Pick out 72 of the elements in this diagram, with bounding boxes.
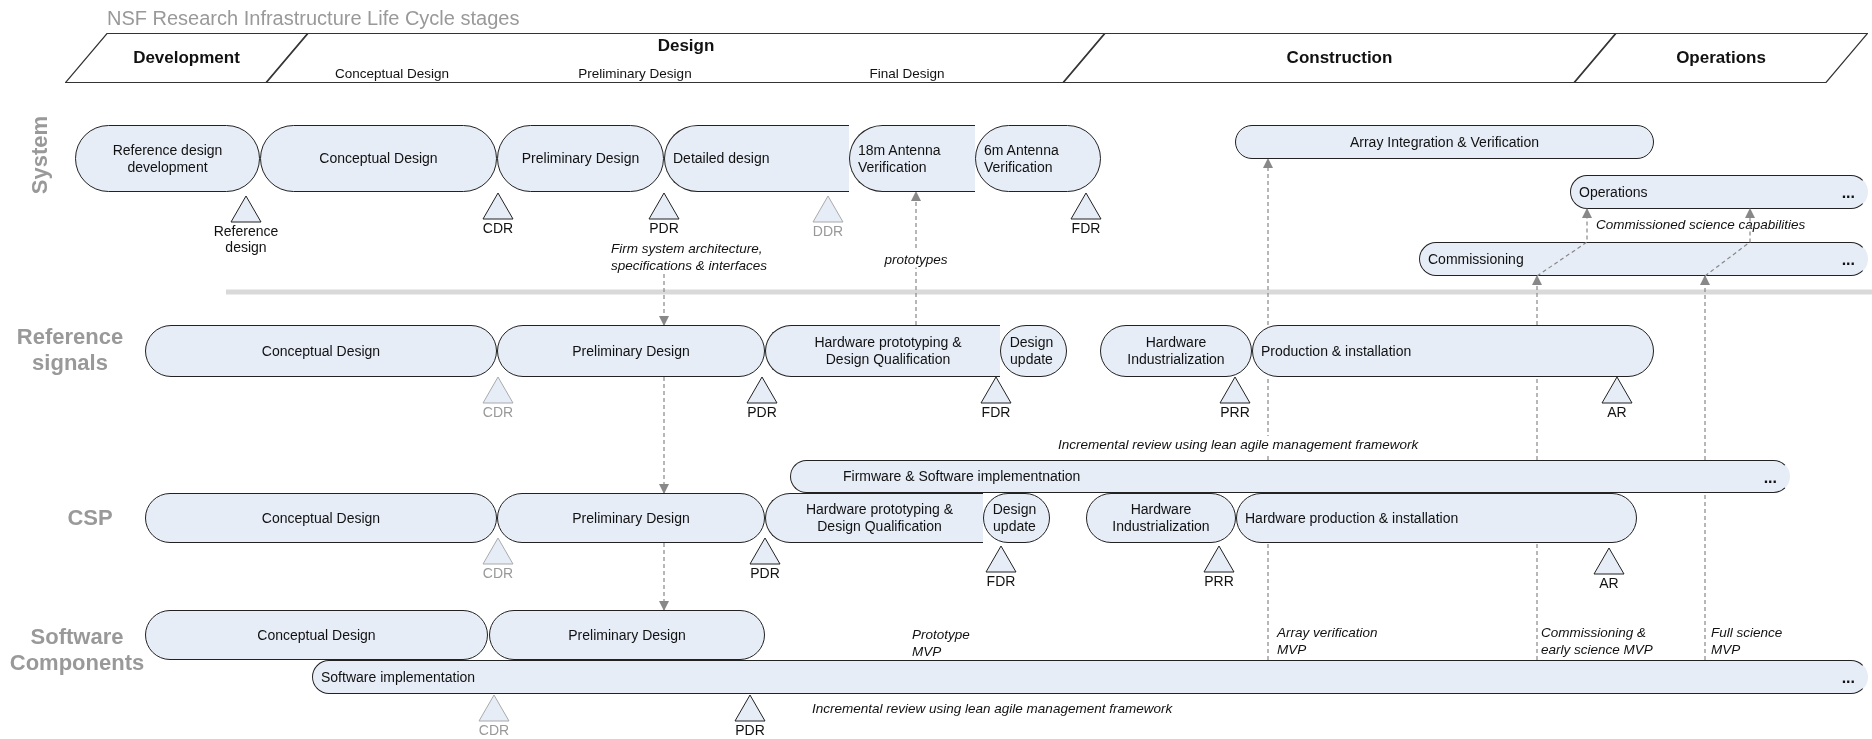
dashed-arrow	[1532, 275, 1542, 326]
milestone-label: PDR	[746, 404, 778, 420]
annotation-text: Commissioning & early science MVP	[1541, 624, 1654, 658]
milestone-label: PDR	[648, 220, 680, 236]
phase-pill: Preliminary Design	[497, 493, 765, 543]
row-label: Software Components	[8, 624, 146, 676]
annotation-text: Array verification MVP	[1277, 624, 1379, 658]
milestone-label: CDR	[481, 220, 515, 236]
phase-pill: Preliminary Design	[497, 125, 664, 192]
phase-pill: 18m Antenna Verification	[849, 125, 975, 192]
stage-title: Development	[133, 48, 240, 68]
row-label: System	[27, 115, 53, 195]
edge-label: prototypes	[884, 250, 948, 267]
ongoing-phase-bar: Commissioning ...	[1419, 242, 1868, 276]
annotation-text: Prototype MVP	[912, 626, 971, 660]
dashed-arrow	[1700, 275, 1710, 461]
phase-pill: Array Integration & Verification	[1235, 125, 1654, 159]
dashed-arrow	[911, 191, 921, 326]
row-label: CSP	[66, 505, 114, 531]
substage-label: Final Design	[869, 66, 945, 81]
milestone-label: PDR	[749, 565, 781, 581]
ongoing-phase-bar: Firmware & Software implementnation ...	[790, 460, 1790, 493]
ongoing-phase-bar: Operations ...	[1570, 175, 1868, 209]
dashed-line	[1267, 542, 1269, 661]
phase-pill: Hardware Industrialization	[1086, 493, 1236, 543]
milestone-label: PRR	[1203, 573, 1235, 589]
dashed-arrow	[1263, 158, 1273, 326]
phase-pill: Hardware production & installation	[1236, 493, 1637, 543]
milestone-label: DDR	[811, 223, 845, 239]
stage-title: Design	[657, 36, 715, 56]
phase-pill: Design update	[1000, 325, 1067, 377]
phase-pill: Hardware prototyping & Design Qualification	[765, 493, 983, 543]
milestone-label: FDR	[1070, 220, 1102, 236]
row-label: Reference signals	[15, 324, 125, 376]
milestone-label: CDR	[481, 565, 515, 581]
dashed-arrow	[659, 542, 669, 611]
annotation-text: Incremental review using lean agile management framework	[1058, 436, 1419, 453]
milestone-label: FDR	[980, 404, 1012, 420]
dashed-line	[1536, 542, 1538, 661]
phase-pill: Conceptual Design	[145, 325, 497, 377]
milestone-label: FDR	[985, 573, 1017, 589]
dashed-arrow	[659, 376, 669, 494]
phase-pill: Hardware prototyping & Design Qualification	[765, 325, 1000, 377]
phase-pill: Conceptual Design	[260, 125, 497, 192]
phase-pill: Conceptual Design	[145, 610, 488, 660]
dashed-arrow	[659, 273, 669, 326]
dashed-arrow	[1704, 208, 1755, 277]
phase-pill: Design update	[983, 493, 1050, 543]
milestone-label: PRR	[1219, 404, 1251, 420]
annotation-text: Full science MVP	[1711, 624, 1784, 658]
phase-pill: 6m Antenna Verification	[975, 125, 1101, 192]
milestone-label: Reference design	[212, 223, 280, 255]
phase-pill: Detailed design	[664, 125, 849, 192]
dashed-line	[1704, 492, 1706, 661]
phase-pill: Reference design development	[75, 125, 260, 192]
stage-title: Construction	[1286, 48, 1393, 68]
phase-pill: Preliminary Design	[489, 610, 765, 660]
milestone-label: AR	[1606, 404, 1628, 420]
annotation-text: Firm system architecture, specifications & interfaces	[611, 240, 793, 274]
milestone-label: CDR	[477, 722, 511, 738]
dashed-line	[1536, 376, 1538, 461]
diagram-title: NSF Research Infrastructure Life Cycle stages	[107, 7, 520, 30]
dashed-arrow	[1536, 208, 1592, 277]
substage-label: Preliminary Design	[578, 66, 692, 81]
milestone-label: AR	[1598, 575, 1620, 591]
dashed-line	[1267, 376, 1269, 461]
substage-label: Conceptual Design	[334, 66, 450, 81]
milestone-label: PDR	[734, 722, 766, 738]
phase-pill: Conceptual Design	[145, 493, 497, 543]
stage-title: Operations	[1676, 48, 1766, 68]
milestone-label: CDR	[481, 404, 515, 420]
phase-pill: Preliminary Design	[497, 325, 765, 377]
